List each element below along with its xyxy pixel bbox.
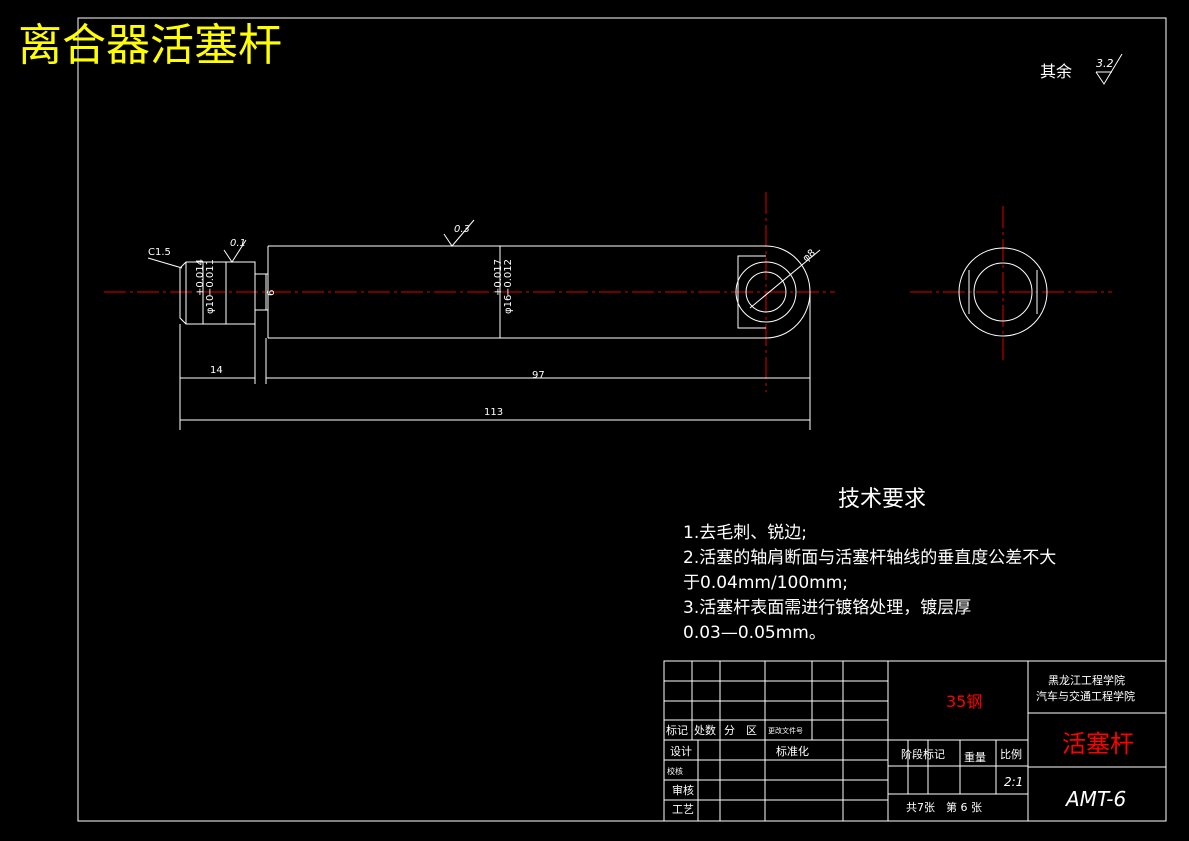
dim-97: 97 (532, 370, 545, 381)
svg-text:−0.012: −0.012 (503, 259, 514, 296)
rod-outline (179, 245, 811, 430)
tb-checker: 校核 (667, 766, 683, 776)
tb-scale-value: 2:1 (1004, 775, 1023, 789)
tb-standard: 标准化 (776, 744, 809, 758)
tech-req-line-4: 3.活塞杆表面需进行镀铬处理，镀层厚 (683, 598, 971, 618)
tb-weight: 重量 (964, 750, 986, 764)
part-name: 活塞杆 (1062, 730, 1134, 758)
tech-req-line-2: 2.活塞的轴肩断面与活塞杆轴线的垂直度公差不大 (683, 548, 1056, 568)
roughness-b-value: 0.3 (454, 224, 470, 235)
svg-text:φ8: φ8 (801, 248, 818, 265)
tb-design: 设计 (670, 745, 692, 758)
roughness-value: 3.2 (1096, 57, 1114, 70)
tb-scale-label: 比例 (1000, 747, 1022, 761)
tech-req-line-3: 于0.04mm/100mm; (683, 573, 848, 593)
roughness-a-value: 0.1 (230, 238, 246, 249)
chamfer-label: C1.5 (148, 247, 171, 258)
tb-doc: 更改文件号 (768, 726, 803, 735)
roughness-label: 其余 (1040, 62, 1072, 81)
dim-14: 14 (210, 365, 223, 376)
roughness-a-icon (223, 239, 247, 263)
tech-req-line-1: 1.去毛刺、锐边; (683, 523, 807, 543)
tech-req-line-5: 0.03—0.05mm。 (683, 623, 826, 643)
slot-dim: 6 (266, 290, 277, 296)
school-line-1: 黑龙江工程学院 (1048, 673, 1125, 687)
tb-mark: 标记 (666, 723, 688, 737)
drawing-number: AMT-6 (1064, 787, 1126, 811)
small-dia-dim: φ10 +0.014 −0.011 (195, 259, 216, 314)
svg-text:+0.017: +0.017 (493, 259, 504, 296)
tb-sheets: 共7张 第 6 张 (906, 800, 982, 814)
dim-113: 113 (484, 407, 503, 418)
tb-count: 处数 (694, 724, 716, 737)
dimension-lines (179, 324, 810, 430)
roughness-symbol-icon (1095, 53, 1123, 85)
side-view (958, 247, 1048, 337)
chamfer-leader (147, 257, 183, 269)
drawing-frame (77, 17, 1167, 822)
hole-leader (749, 249, 821, 309)
tb-zone: 分 区 (724, 724, 757, 737)
svg-text:6: 6 (266, 290, 277, 296)
title-block (663, 660, 1167, 822)
tb-process: 工艺 (672, 803, 694, 816)
hole-dim: φ8 (801, 248, 818, 265)
svg-text:+0.014: +0.014 (195, 259, 206, 296)
roughness-b-icon (443, 219, 475, 247)
large-dia-dim: φ16 +0.017 −0.012 (493, 259, 514, 314)
school-line-2: 汽车与交通工程学院 (1036, 689, 1135, 703)
tb-stage-mark: 阶段标记 (901, 747, 945, 761)
material-label: 35钢 (946, 692, 982, 711)
svg-text:−0.011: −0.011 (205, 259, 216, 296)
drawing-title: 离合器活塞杆 (18, 20, 282, 71)
svg-text:φ10: φ10 (205, 295, 216, 314)
tech-req-heading: 技术要求 (838, 487, 926, 512)
tb-review: 审核 (672, 783, 694, 797)
svg-text:φ16: φ16 (503, 295, 514, 314)
